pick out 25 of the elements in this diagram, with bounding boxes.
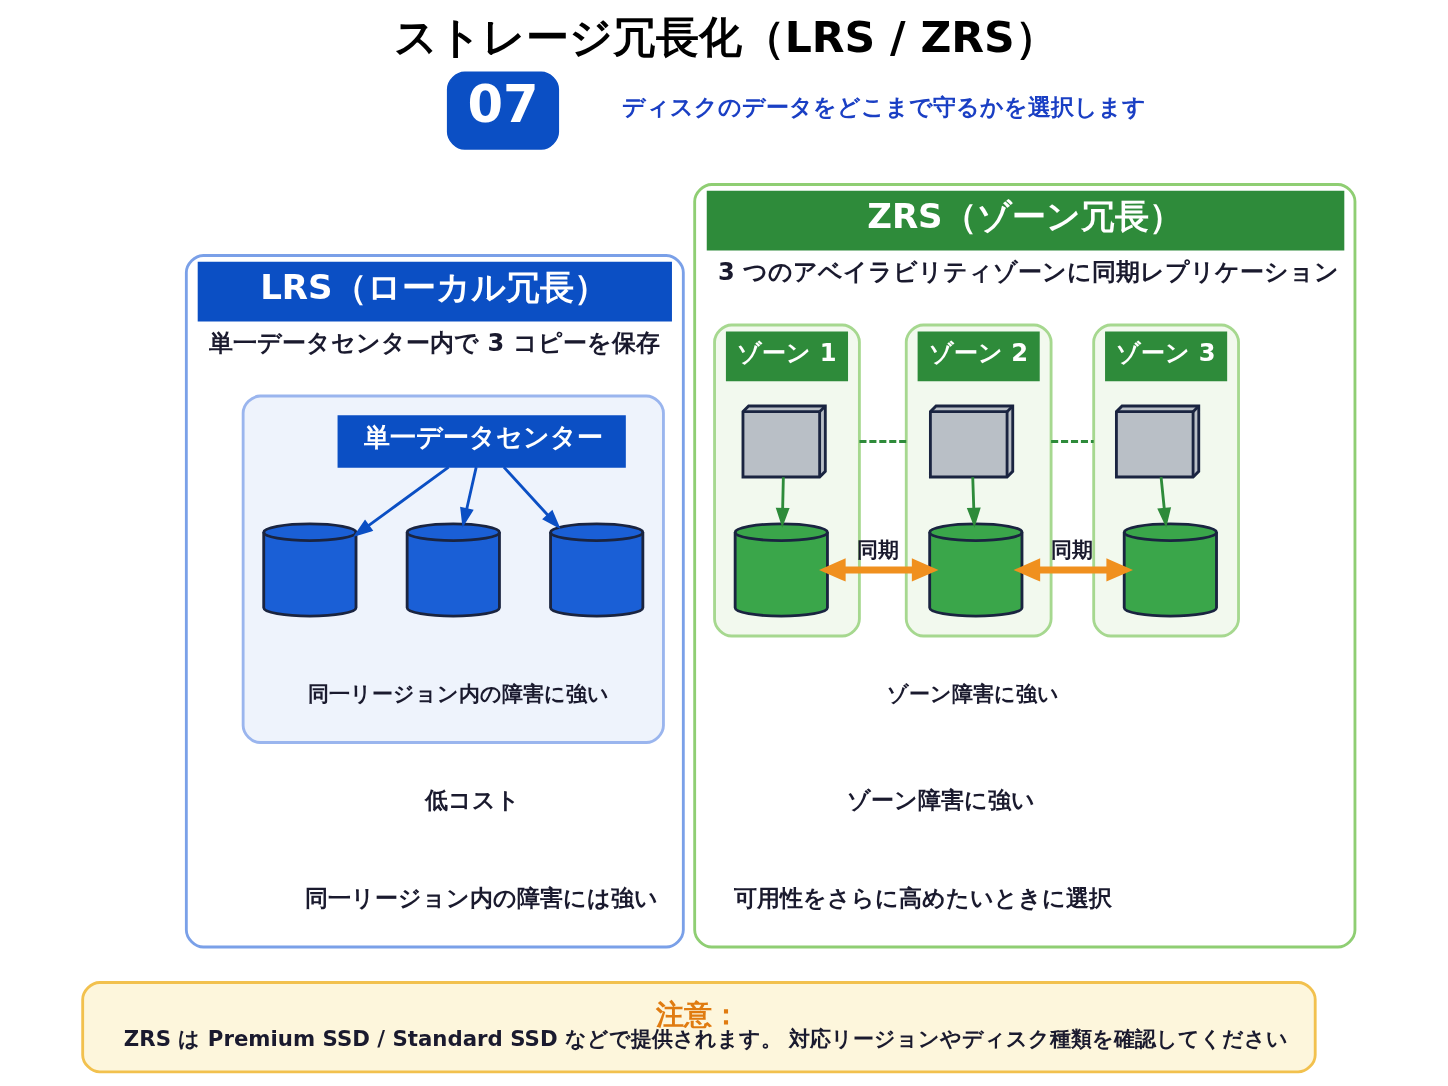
arrow [818,558,938,582]
label: ゾーン障害に強い [846,786,1035,813]
arrow [352,465,449,537]
node-box: 07 [446,71,559,150]
label: ゾーン障害に強い [886,680,1059,706]
node-box: 注意： ZRS は Premium SSD / Standard SSD などで提供されます。 対応リージョンやディスク種類を確認してください [80,981,1317,1074]
diagram-title: ストレージ冗長化（LRS / ZRS） [393,12,1058,63]
connector [858,440,906,443]
node-box: 単一データセンター [337,415,626,468]
arrow [502,466,561,530]
arrow [1013,558,1133,582]
cluster: ゾーン 3 [1091,323,1240,638]
connector [1050,440,1094,443]
arrow [459,466,478,528]
label: 低コスト [424,786,520,813]
arrow [966,477,981,528]
edge-label: 同期 [1050,537,1093,563]
label: 同一リージョン内の障害には強い [304,884,658,911]
label: 可用性をさらに高めたいときに選択 [733,884,1112,911]
label: 同一リージョン内の障害に強い [307,680,609,706]
cluster: ゾーン 2 [904,323,1052,638]
arrow [1156,477,1171,528]
cluster [241,394,665,744]
label: ディスクのデータをどこまで守るかを選択します [621,93,1146,120]
arrow [775,477,790,528]
